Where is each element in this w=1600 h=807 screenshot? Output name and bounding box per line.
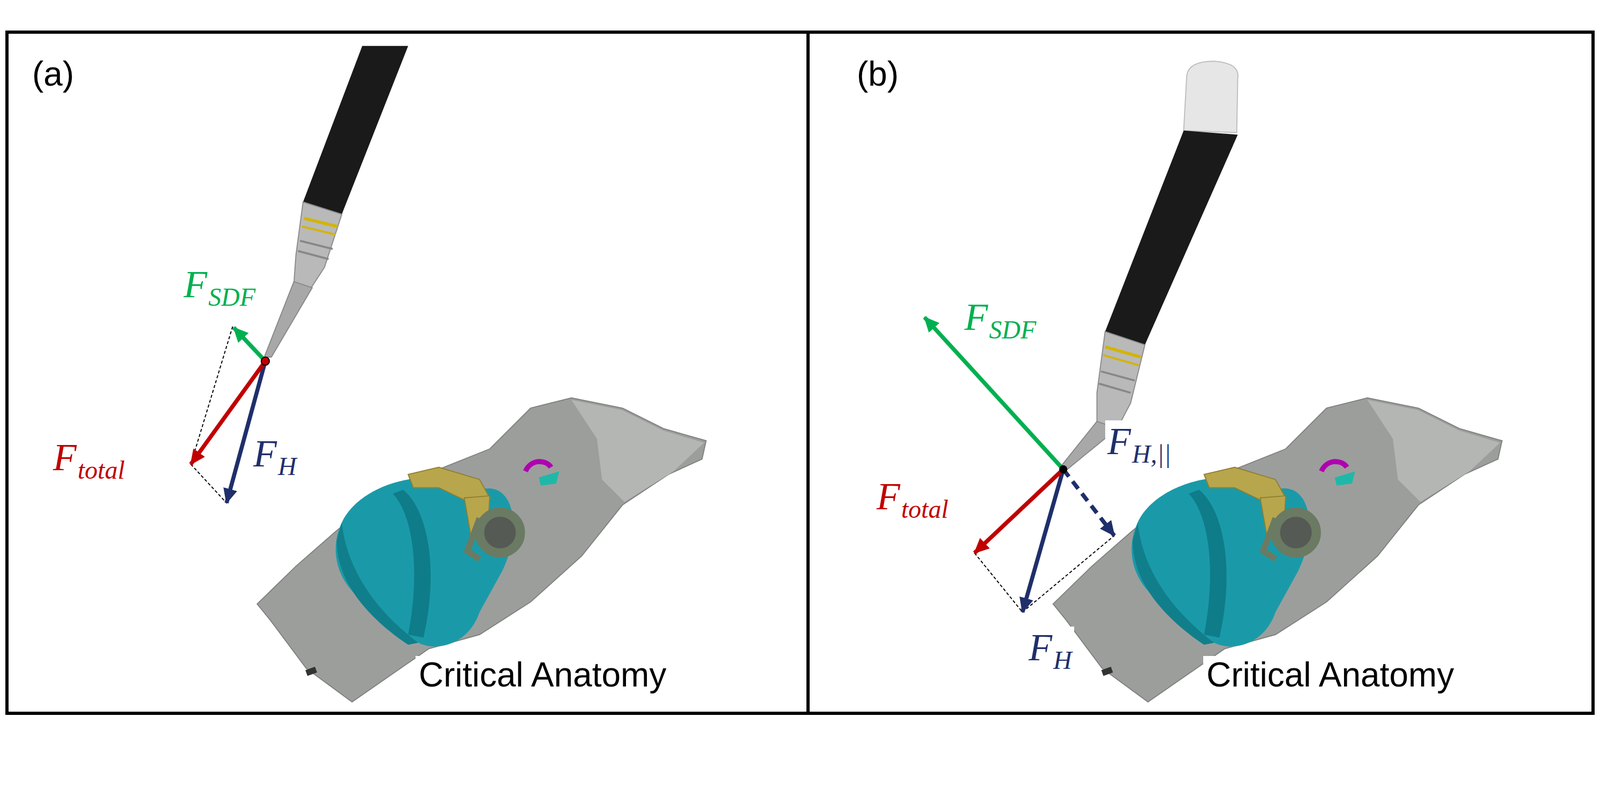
force-subscript: total [901,494,949,524]
force-symbol: F [1107,419,1131,463]
force-symbol: F [1028,625,1053,669]
force-symbol: F [183,262,208,306]
force-subscript: H [277,451,297,481]
force-label: Ftotal [50,436,127,479]
force-label: FSDF [962,296,1039,339]
force-subscript: SDF [208,282,256,312]
force-label: Ftotal [874,475,951,518]
force-label: FSDF [181,263,258,306]
figure-panel: (b) Critical Anatomy [806,30,1595,715]
panel-letter: (b) [856,55,899,93]
force-subscript: total [77,455,125,485]
figure-panel: (a) Critical Anatomy [5,30,810,715]
force-label: FH [1026,626,1075,669]
force-symbol: F [876,474,901,518]
force-subscript: H,|| [1131,439,1172,469]
force-subscript: SDF [989,315,1037,344]
force-symbol: F [253,432,277,475]
anatomy-caption: Critical Anatomy [1203,655,1458,694]
force-symbol: F [964,295,988,339]
force-label: FH,|| [1105,420,1174,463]
force-symbol: F [53,435,77,479]
panel-letter: (a) [32,55,74,93]
force-label: FH [251,432,299,475]
anatomy-caption: Critical Anatomy [415,655,670,694]
force-subscript: H [1053,645,1073,675]
